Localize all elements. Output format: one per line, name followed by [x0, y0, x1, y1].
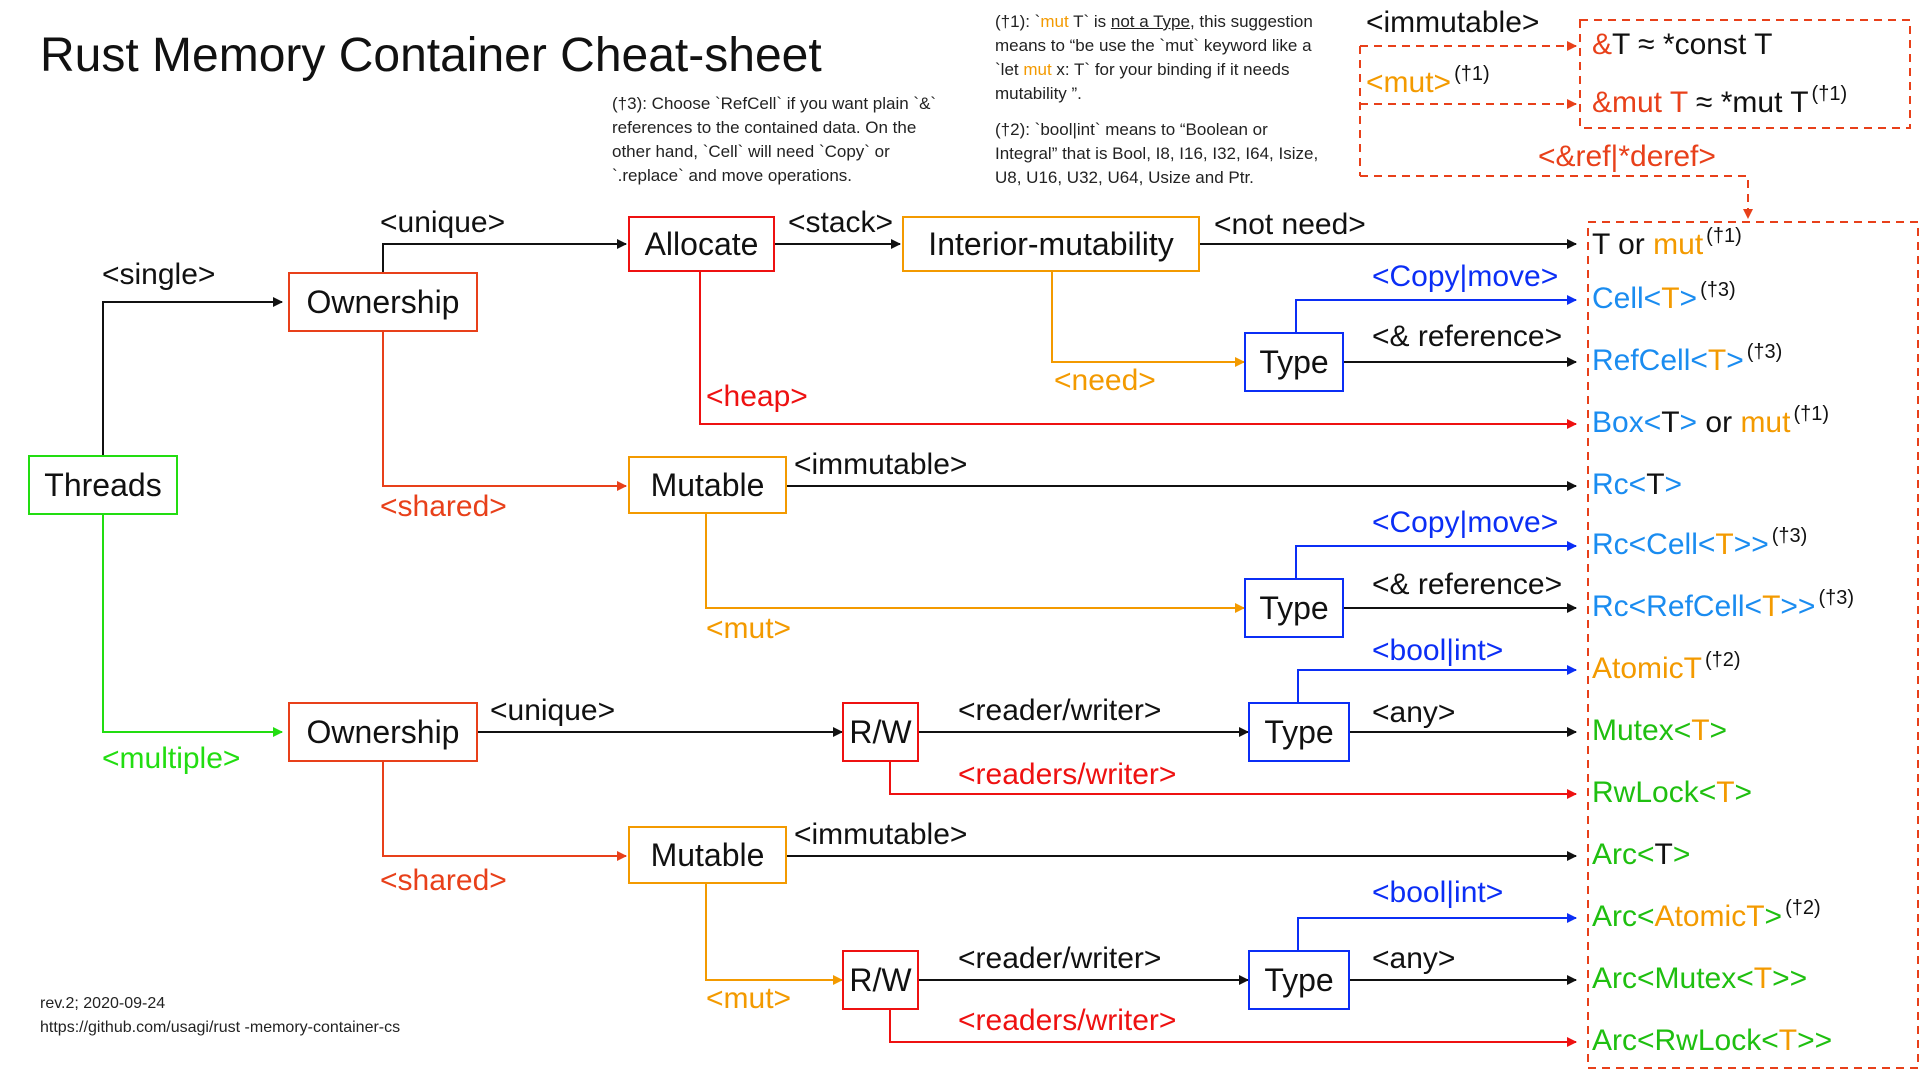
result-arc-mutex: Arc<Mutex<T>>: [1592, 962, 1808, 995]
node-interior-mutability: Interior-mutability: [902, 216, 1200, 272]
node-ownership-single: Ownership: [288, 272, 478, 332]
label-immutable-2: <immutable>: [794, 818, 968, 851]
label-unique-2: <unique>: [490, 694, 616, 727]
result-arc-atomic: Arc<AtomicT>(†2): [1592, 897, 1821, 933]
result-cell: Cell<T>(†3): [1592, 279, 1736, 315]
result-t-or-mut: T or mut(†1): [1592, 225, 1742, 261]
label-ref-deref: <&ref|*deref>: [1538, 140, 1716, 173]
label-reader-writer-2: <reader/writer>: [958, 942, 1162, 975]
label-readers-writer-2: <readers/writer>: [958, 1004, 1177, 1037]
repo-url: https://github.com/usagi/rust -memory-co…: [40, 1019, 401, 1036]
label-mut-2: <mut>: [706, 982, 792, 1015]
node-type-d: Type: [1248, 950, 1350, 1010]
footnote-2: (†2): `bool|int` means to “Boolean or In…: [995, 120, 1319, 187]
label-copy-move-2: <Copy|move>: [1372, 506, 1559, 539]
node-mutable-single: Mutable: [628, 456, 787, 514]
label-reference-1: <& reference>: [1372, 320, 1563, 353]
label-single: <single>: [102, 258, 216, 291]
result-box: Box<T> or mut(†1): [1592, 403, 1830, 439]
node-rw-a: R/W: [842, 702, 919, 762]
label-unique-1: <unique>: [380, 206, 506, 239]
label-heap: <heap>: [706, 380, 808, 413]
result-refcell: RefCell<T>(†3): [1592, 341, 1783, 377]
page-title: Rust Memory Container Cheat-sheet: [40, 29, 822, 82]
footnote-1: (†1): `mut T` is not a Type, this sugges…: [995, 12, 1313, 103]
label-bool-int-1: <bool|int>: [1372, 634, 1504, 667]
node-mutable-multiple: Mutable: [628, 826, 787, 884]
label-reader-writer-1: <reader/writer>: [958, 694, 1162, 727]
node-ownership-multiple: Ownership: [288, 702, 478, 762]
label-any-2: <any>: [1372, 942, 1456, 975]
result-rc-cell: Rc<Cell<T>>(†3): [1592, 525, 1808, 561]
node-allocate: Allocate: [628, 216, 775, 272]
result-arc: Arc<T>: [1592, 838, 1691, 871]
node-type-b: Type: [1244, 578, 1344, 638]
node-type-a: Type: [1244, 332, 1344, 392]
footnote-3: (†3): Choose `RefCell` if you want plain…: [612, 94, 937, 185]
label-copy-move-1: <Copy|move>: [1372, 260, 1559, 293]
result-atomic: AtomicT(†2): [1592, 649, 1741, 685]
result-rc-refcell: Rc<RefCell<T>>(†3): [1592, 587, 1855, 623]
label-need: <need>: [1054, 364, 1156, 397]
result-mutex: Mutex<T>: [1592, 714, 1728, 747]
label-shared-1: <shared>: [380, 490, 507, 523]
node-threads: Threads: [28, 455, 178, 515]
label-mut-1: <mut>: [706, 612, 792, 645]
result-rc: Rc<T>: [1592, 468, 1683, 501]
node-rw-b: R/W: [842, 950, 919, 1010]
label-any-1: <any>: [1372, 696, 1456, 729]
label-bool-int-2: <bool|int>: [1372, 876, 1504, 909]
result-rwlock: RwLock<T>: [1592, 776, 1753, 809]
ref-box-const: &T ≈ *const T: [1592, 28, 1773, 61]
label-readers-writer-1: <readers/writer>: [958, 758, 1177, 791]
label-immutable-1: <immutable>: [794, 448, 968, 481]
label-top-mut: <mut>(†1): [1366, 63, 1490, 99]
label-not-need: <not need>: [1214, 208, 1366, 241]
label-shared-2: <shared>: [380, 864, 507, 897]
revision-text: rev.2; 2020-09-24: [40, 995, 166, 1012]
node-type-c: Type: [1248, 702, 1350, 762]
label-stack: <stack>: [788, 206, 894, 239]
label-top-immutable: <immutable>: [1366, 6, 1540, 39]
label-multiple: <multiple>: [102, 742, 241, 775]
result-arc-rwlock: Arc<RwLock<T>>: [1592, 1024, 1833, 1057]
ref-box-mut: &mut T ≈ *mut T(†1): [1592, 83, 1848, 119]
label-reference-2: <& reference>: [1372, 568, 1563, 601]
